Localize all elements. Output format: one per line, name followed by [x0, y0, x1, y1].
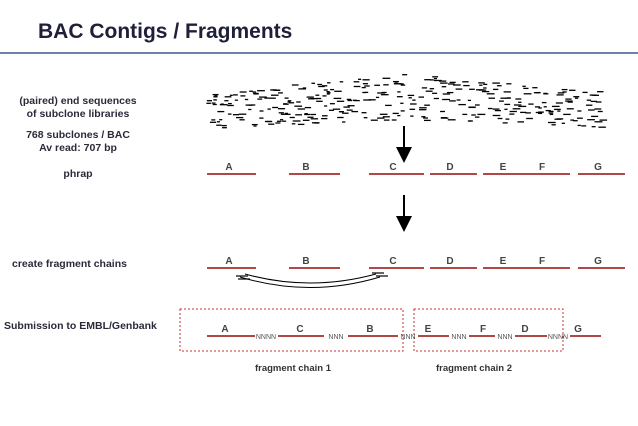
label-create-fragment-chains: create fragment chains	[12, 258, 127, 270]
fragment-label-c: C	[389, 256, 396, 267]
page-title: BAC Contigs / Fragments	[38, 20, 293, 43]
fragment-chain-2-box	[413, 308, 564, 352]
label-subclones-count: 768 subclones / BAC	[26, 129, 130, 141]
phrap-fragments-row: A B C D E F G	[207, 162, 625, 175]
chain-segment-label-g: G	[574, 324, 582, 335]
fragment-label-e: E	[500, 256, 507, 267]
label-paired-ends: (paired) end sequences of subclone libra…	[14, 95, 142, 121]
fragment-label-c: C	[389, 162, 396, 173]
fragment-label-d: D	[446, 162, 453, 173]
label-paired-ends-line1: (paired) end sequences	[19, 95, 137, 107]
chain-segment-label-f: F	[480, 324, 486, 335]
fragment-label-a: A	[225, 256, 232, 267]
gap-spacer: NNN	[497, 334, 512, 341]
fragment-label-f: F	[539, 256, 545, 267]
chain-segment-label-b: B	[366, 324, 373, 335]
fragment-label-g: G	[594, 162, 602, 173]
fragment-label-d: D	[446, 256, 453, 267]
chain-segment-label-c: C	[296, 324, 303, 335]
mate-link-arc-inner	[244, 273, 377, 284]
chain-fragments-row: A B C D E F G	[207, 256, 625, 269]
submission-row: A NNNN C NNN B NNN E NNN F NNN D NNNN G	[207, 324, 601, 341]
fragment-label-b: B	[302, 162, 309, 173]
label-phrap: phrap	[63, 168, 93, 180]
label-paired-ends-line2: of subclone libraries	[26, 108, 130, 120]
label-submission: Submission to EMBL/Genbank	[4, 320, 157, 332]
chain-segment-label-d: D	[521, 324, 528, 335]
fragment-chain-2-label: fragment chain 2	[436, 363, 512, 374]
label-subclones: 768 subclones / BAC Av read: 707 bp	[14, 129, 142, 155]
gap-spacer: NNNN	[548, 334, 568, 341]
fragment-label-g: G	[594, 256, 602, 267]
mate-pair-links	[236, 272, 388, 288]
mate-link-arc-outer	[239, 276, 381, 288]
fragment-label-f: F	[539, 162, 545, 173]
sequence-reads-cloud	[206, 74, 608, 129]
gap-spacer: NNN	[328, 334, 343, 341]
label-avg-read: Av read: 707 bp	[39, 142, 117, 154]
chain-segment-label-a: A	[221, 324, 228, 335]
fragment-label-e: E	[500, 162, 507, 173]
gap-spacer: NNN	[400, 334, 415, 341]
fragment-label-b: B	[302, 256, 309, 267]
fragment-chain-1-box	[179, 308, 404, 352]
fragment-label-a: A	[225, 162, 232, 173]
fragment-chain-1-label: fragment chain 1	[255, 363, 332, 374]
gap-spacer: NNNN	[256, 334, 276, 341]
title-underline	[0, 52, 638, 54]
chain-segment-label-e: E	[425, 324, 432, 335]
gap-spacer: NNN	[451, 334, 466, 341]
